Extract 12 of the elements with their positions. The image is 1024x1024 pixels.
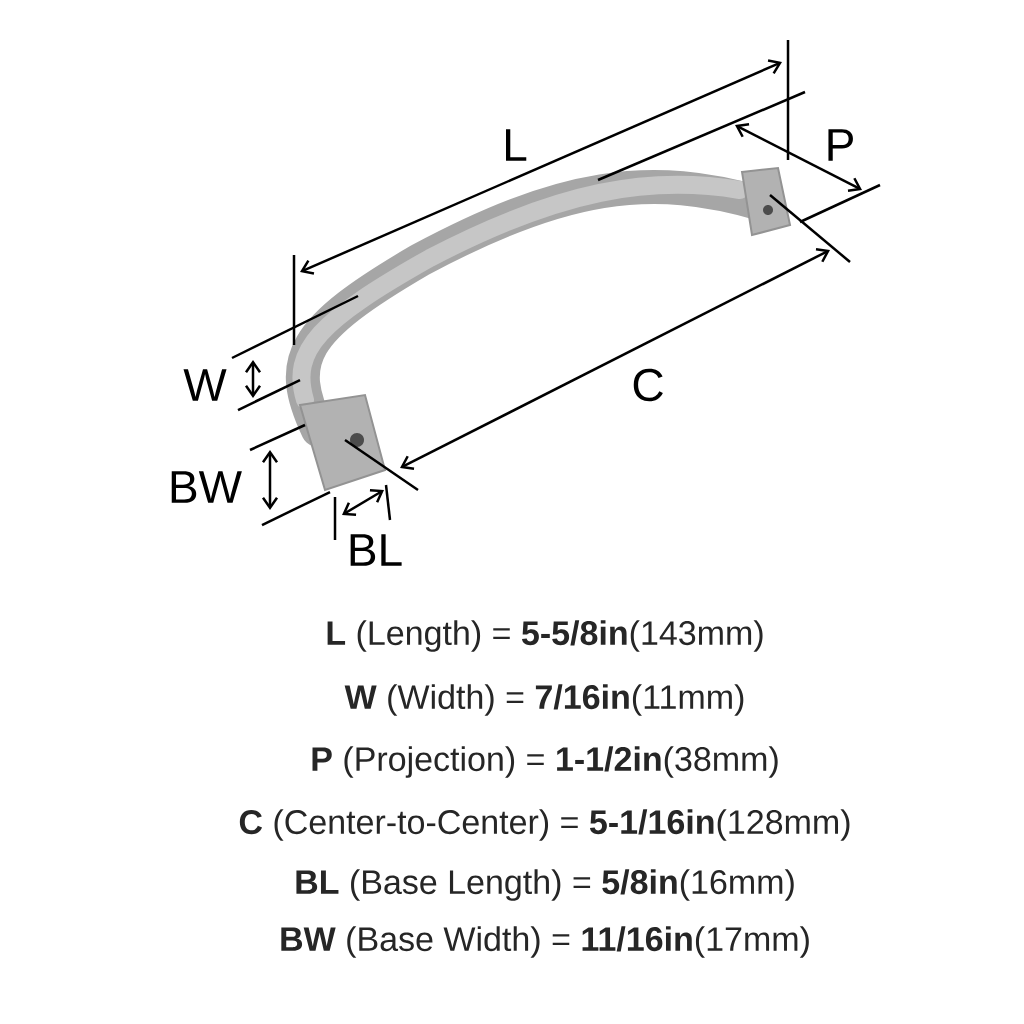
dimension-label: W bbox=[183, 369, 227, 401]
dimension-label: BL bbox=[350, 534, 402, 566]
spec-line: BL (Base Length) = 5/8in(16mm) bbox=[296, 869, 794, 901]
spec-line: L (Length) = 5-5/8in(143mm) bbox=[327, 620, 763, 652]
spec-line: W (Width) = 7/16in(11mm) bbox=[344, 684, 744, 716]
spec-line: BW (Base Width) = 11/16in(17mm) bbox=[281, 926, 809, 958]
dimension-label: P bbox=[828, 129, 853, 161]
spec-line: C (Center-to-Center) = 5-1/16in(128mm) bbox=[239, 809, 850, 841]
dimension-label: C bbox=[633, 368, 663, 402]
dimension-label: L bbox=[506, 129, 527, 161]
dimension-label: BW bbox=[171, 471, 242, 503]
spec-line: P (Projection) = 1-1/2in(38mm) bbox=[312, 746, 778, 778]
